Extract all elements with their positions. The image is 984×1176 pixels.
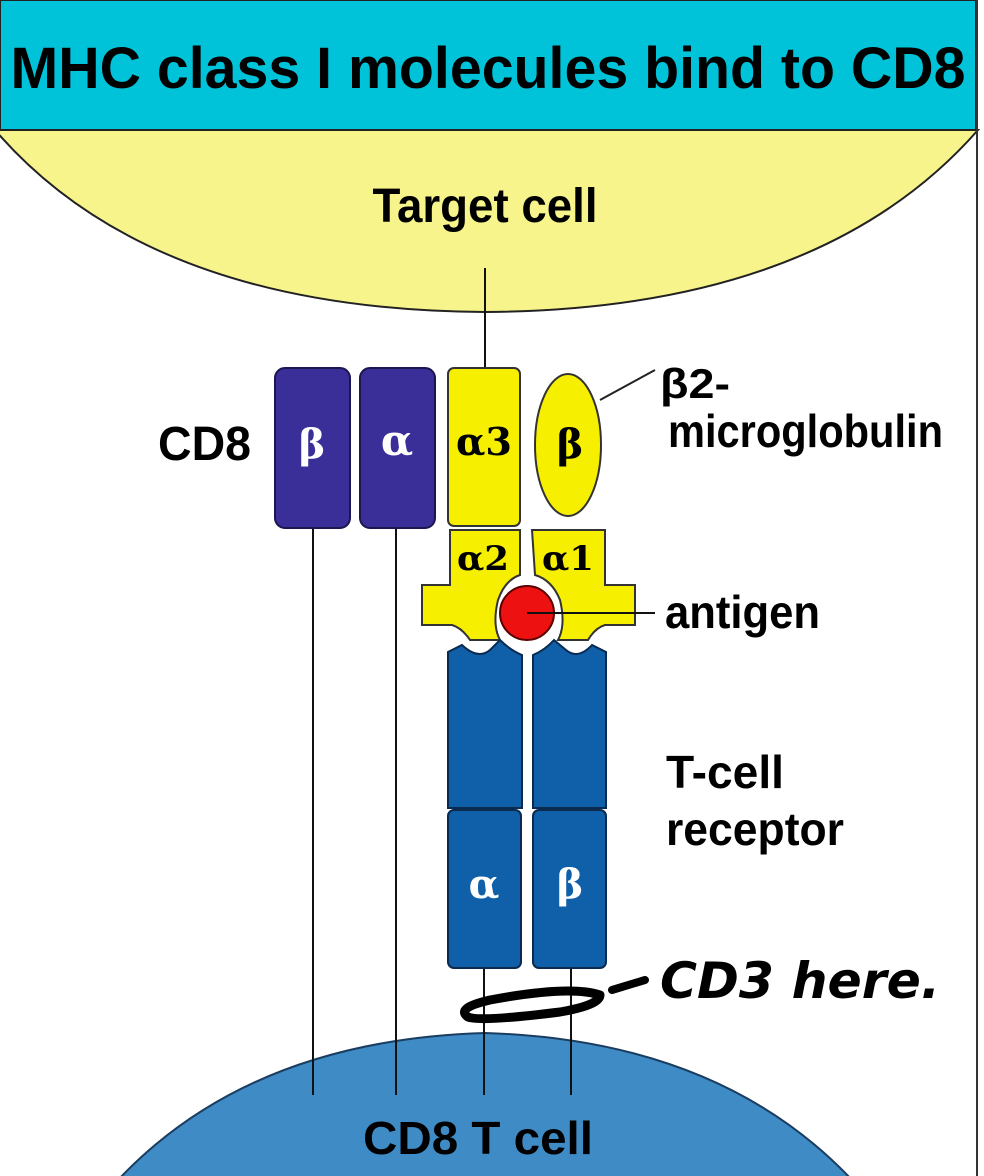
cd8-alpha-domain: [359, 367, 436, 529]
tcr-beta-constant-domain: [532, 809, 607, 969]
cd8-label: CD8: [158, 418, 251, 471]
b2m-leader-line: [599, 369, 656, 401]
t-cell-label: CD8 T cell: [363, 1112, 593, 1164]
tcr-label-line1: T-cell: [666, 746, 784, 798]
b2m-label-line1: β2-: [660, 360, 730, 407]
mhc-alpha2-domain: [421, 529, 521, 641]
cd8-beta-domain: [274, 367, 351, 529]
tcr-alpha-glyph: α: [469, 861, 500, 908]
cd3-annotation-text: CD3 here.: [660, 952, 940, 1010]
b2m-glyph: β: [557, 421, 584, 468]
cd8-beta-glyph: β: [299, 421, 326, 468]
mhc-alpha3-glyph: α3: [456, 419, 512, 464]
tcr-beta-variable-domain: [532, 638, 607, 809]
tcr-alpha-constant-domain: [447, 809, 522, 969]
b2m-label-line2: microglobulin: [668, 405, 943, 457]
mhc-alpha3-domain: [447, 367, 521, 527]
tcr-alpha-variable-domain: [447, 638, 523, 809]
mhc-alpha2-glyph: α2: [457, 539, 509, 579]
cd3-annotation-dash: [608, 976, 649, 994]
mhc-alpha1-glyph: α1: [542, 539, 594, 579]
title-banner: [0, 0, 977, 131]
cd8-alpha-glyph: α: [381, 416, 413, 465]
tcr-label-line2: receptor: [666, 803, 844, 855]
t-cell: [120, 1031, 850, 1176]
b2m-domain: [534, 373, 602, 517]
page-title: MHC class I molecules bind to CD8: [11, 36, 966, 101]
tcr-beta-glyph: β: [557, 861, 584, 908]
target-cell-label: Target cell: [373, 180, 598, 233]
cd3-circle-mark: [460, 986, 605, 1024]
antigen-label: antigen: [665, 586, 820, 638]
